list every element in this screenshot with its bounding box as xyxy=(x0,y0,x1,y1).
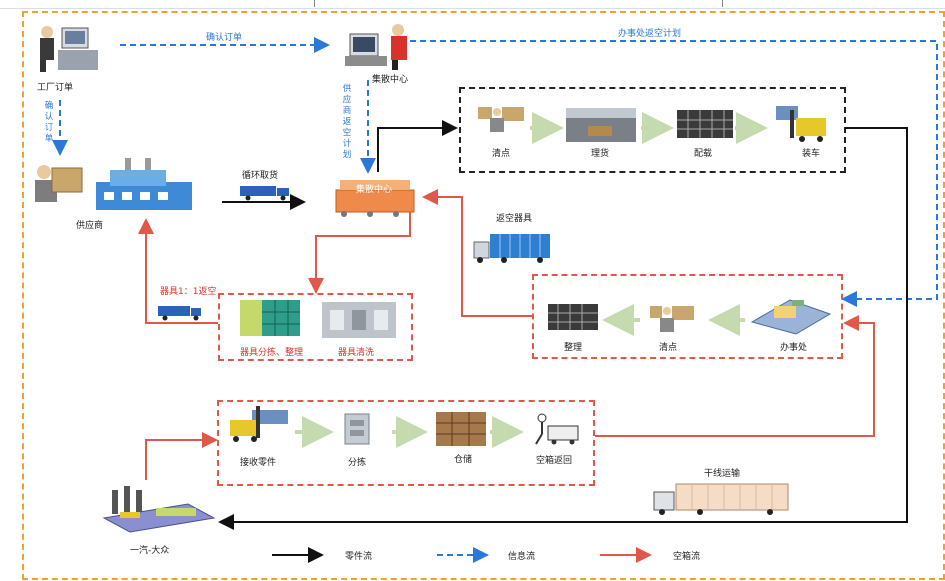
step-office: 办事处 xyxy=(780,343,808,353)
step-container-wash: 器具清洗 xyxy=(338,348,375,358)
count-icon-right xyxy=(650,306,694,332)
trunk-truck-icon xyxy=(653,483,789,515)
hub-process-box xyxy=(459,87,846,173)
container-wash-icon xyxy=(322,302,396,338)
trunk-label: 干线运输 xyxy=(704,469,741,479)
sorting-icon xyxy=(344,413,370,445)
step-tally: 理货 xyxy=(591,149,610,159)
faw-vw-label: 一汽-大众 xyxy=(130,546,170,556)
header-rule xyxy=(0,0,945,9)
step-receive-parts: 接收零件 xyxy=(240,458,277,468)
return-truck-icon xyxy=(473,234,550,263)
step-tidy: 整理 xyxy=(564,343,583,353)
faw-vw-factory-icon xyxy=(102,486,216,533)
container-sort-icon xyxy=(240,300,300,336)
hub-top-label: 集散中心 xyxy=(372,75,409,85)
supplier-label: 供应商 xyxy=(76,221,104,231)
empty-return-icon xyxy=(535,413,579,445)
receive-parts-icon xyxy=(230,406,288,442)
supplier-plan-vertical-label: 供应商返空计划 xyxy=(342,84,352,160)
container-process-box xyxy=(218,293,413,361)
legend-info-label: 信息流 xyxy=(508,552,536,562)
hub-mid-label: 集散中心 xyxy=(356,185,393,195)
office-icon xyxy=(750,299,832,335)
receiving-process-box xyxy=(217,400,595,486)
forklift-icon-top xyxy=(776,106,826,142)
process-arrows xyxy=(295,112,768,448)
confirm-order-vertical-label: 确认订单 xyxy=(44,101,54,144)
return-empty-label: 返空器具 xyxy=(496,214,533,224)
step-count-top: 清点 xyxy=(492,149,511,159)
legend-parts-label: 零件流 xyxy=(345,552,373,562)
ratio-label: 器具1：1返空 xyxy=(160,287,217,297)
storage-icon xyxy=(436,412,486,446)
diagram-frame xyxy=(22,11,945,580)
hub-conveyor-icon xyxy=(335,180,415,217)
cycle-truck-icon xyxy=(240,186,289,201)
legend-empty-label: 空箱流 xyxy=(673,552,701,562)
step-storage: 仓储 xyxy=(454,455,473,465)
confirm-order-label: 确认订单 xyxy=(206,33,243,43)
tally-icon xyxy=(566,108,636,142)
supplier-icon xyxy=(35,158,192,210)
step-count-right: 清点 xyxy=(659,343,678,353)
info-flow xyxy=(52,37,938,307)
header-divider xyxy=(314,0,315,7)
parts-flow xyxy=(218,120,908,530)
step-empty-return: 空箱返回 xyxy=(536,456,573,466)
tidy-icon xyxy=(548,304,598,330)
empty-flow xyxy=(138,189,875,480)
count-icon-top xyxy=(478,107,524,132)
hub-operator-icon xyxy=(345,24,407,70)
step-container-sort: 器具分拣、整理 xyxy=(240,348,304,358)
header-divider xyxy=(722,0,723,7)
step-loading: 装车 xyxy=(802,149,821,159)
factory-order-icon xyxy=(40,26,98,72)
step-sorting: 分拣 xyxy=(348,458,367,468)
loading-icon xyxy=(677,110,733,138)
cycle-pickup-label: 循环取货 xyxy=(242,171,279,181)
factory-order-label: 工厂订单 xyxy=(37,83,74,93)
ratio-truck-icon xyxy=(158,306,201,321)
office-plan-label: 办事处返空计划 xyxy=(618,29,682,39)
step-loading-plan: 配载 xyxy=(694,149,713,159)
